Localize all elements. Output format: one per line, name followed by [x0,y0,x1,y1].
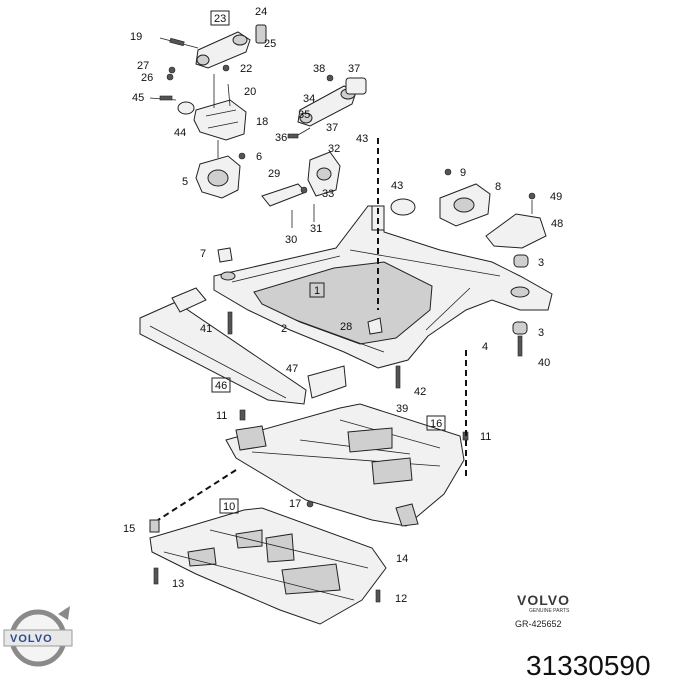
callout-11b: 11 [480,431,491,443]
callout-31: 31 [310,223,322,235]
callout-labels: 23 24 19 25 27 26 22 20 45 44 18 6 5 38 … [123,6,563,605]
assembly-line-lower [157,469,237,521]
callout-32: 32 [328,143,340,155]
callout-34: 34 [303,93,315,105]
callout-39: 39 [396,403,408,415]
callout-11a: 11 [216,410,227,422]
svg-text:10: 10 [223,501,235,513]
callout-47: 47 [286,363,298,375]
logo-brand: VOLVO [517,592,570,608]
emblem-arrow-icon [58,606,70,620]
callout-18: 18 [256,116,268,128]
front-subframe [213,205,553,389]
callout-27: 27 [137,60,149,72]
callout-5: 5 [182,176,188,188]
callout-33: 33 [322,188,334,200]
callout-43b: 43 [391,180,403,192]
callout-42: 42 [414,386,426,398]
callout-49: 49 [550,191,562,203]
crossmember [139,287,347,405]
callout-28: 28 [340,321,352,333]
genuine-parts-logo: VOLVO GENUINE PARTS GR-425652 [515,592,570,629]
callout-40: 40 [538,357,550,369]
svg-text:1: 1 [314,285,320,297]
callout-24: 24 [255,6,267,18]
svg-text:16: 16 [430,418,442,430]
callout-7: 7 [200,248,206,260]
callout-20: 20 [244,86,256,98]
callout-48: 48 [551,218,563,230]
callout-35: 35 [298,109,310,121]
callout-6: 6 [256,151,262,163]
callout-8: 8 [495,181,501,193]
engine-mount-assembly [149,24,267,199]
callout-4: 4 [482,341,488,353]
callout-22: 22 [240,63,252,75]
underbody-shield [225,403,469,527]
callout-25: 25 [264,38,276,50]
callout-37b: 37 [326,122,338,134]
right-mount-assembly [390,168,547,249]
diagram-reference: GR-425652 [515,619,562,629]
lower-shield [149,500,387,625]
callout-19: 19 [130,31,142,43]
callout-1: 1 [309,282,325,298]
callout-13: 13 [172,578,184,590]
callout-10: 10 [219,498,239,514]
callout-2: 2 [281,323,287,335]
part-number: 31330590 [526,650,651,681]
callout-43a: 43 [356,133,368,145]
logo-subtitle: GENUINE PARTS [529,608,570,614]
callout-14: 14 [396,553,408,565]
emblem-text: VOLVO [10,633,53,645]
callout-44: 44 [174,127,186,139]
callout-12: 12 [395,593,407,605]
callout-9: 9 [460,167,466,179]
svg-text:46: 46 [215,380,227,392]
callout-16: 16 [426,415,446,431]
torque-rod-assembly [261,74,367,228]
callout-3a: 3 [538,257,544,269]
callout-45: 45 [132,92,144,104]
callout-26: 26 [141,72,153,84]
svg-text:23: 23 [214,13,226,25]
callout-23: 23 [210,10,230,26]
callout-41: 41 [200,323,212,335]
callout-38: 38 [313,63,325,75]
callout-29: 29 [268,168,280,180]
callout-36: 36 [275,132,287,144]
callout-37a: 37 [348,63,360,75]
callout-46: 46 [211,377,231,393]
volvo-emblem: VOLVO [3,606,73,667]
callout-30: 30 [285,234,297,246]
callout-3b: 3 [538,327,544,339]
callout-15: 15 [123,523,135,535]
callout-17: 17 [289,498,301,510]
